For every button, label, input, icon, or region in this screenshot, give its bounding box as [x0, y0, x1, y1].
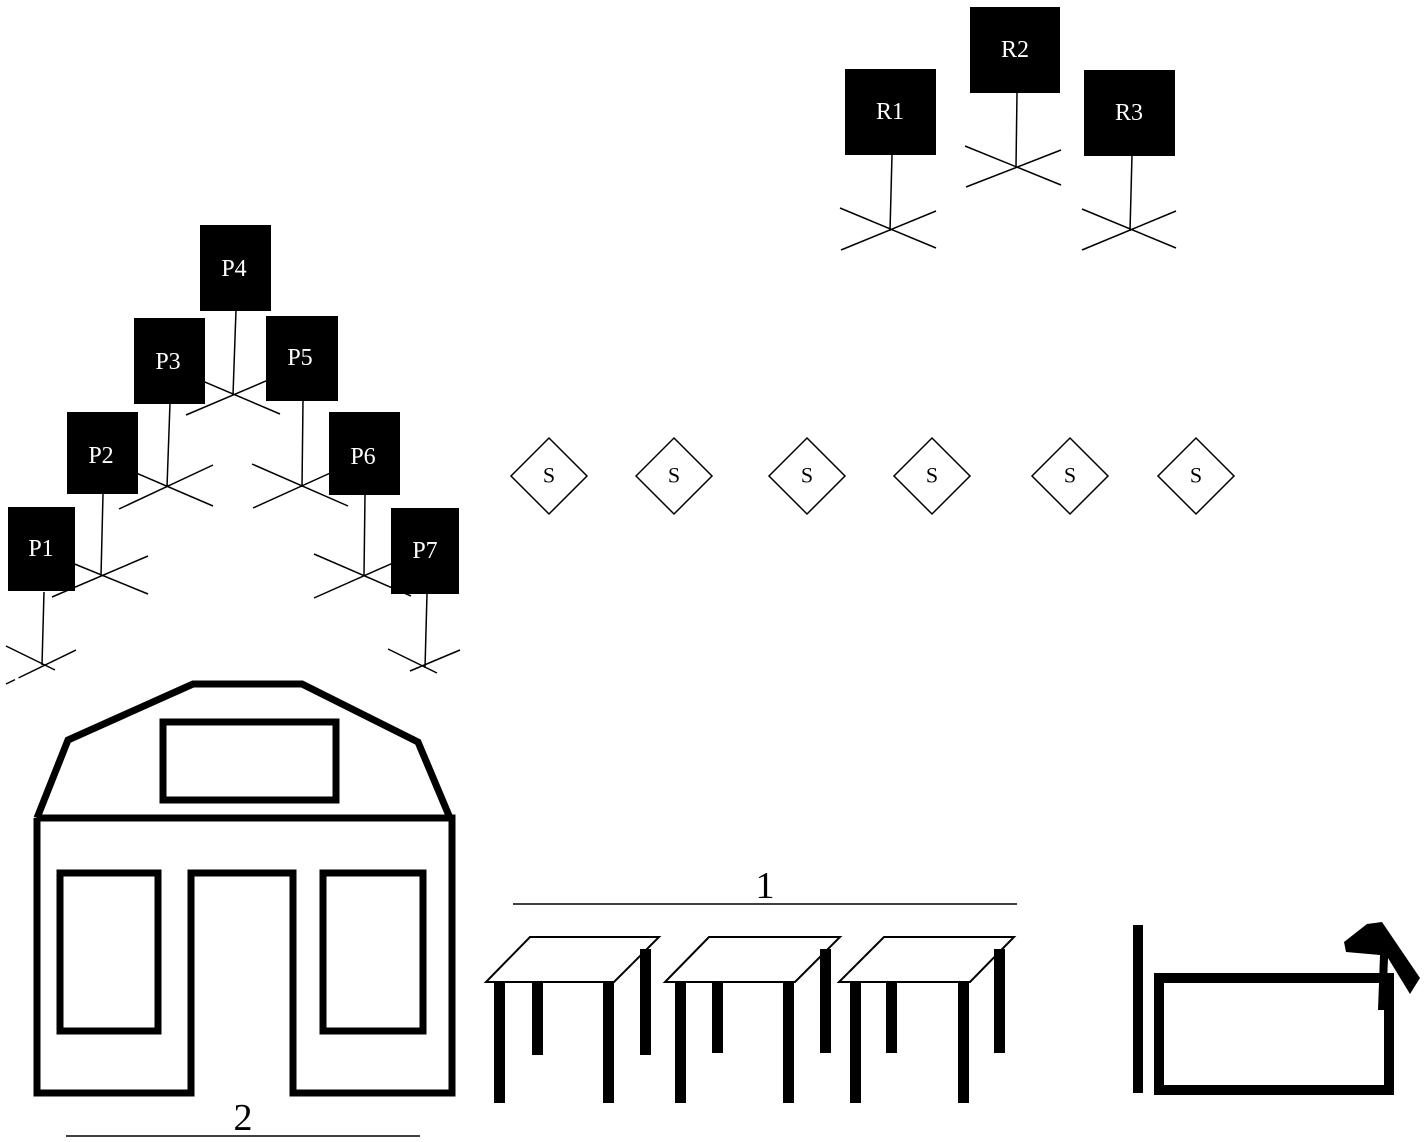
sign-label-r2: R2 [1001, 37, 1029, 63]
s-marker-4: S [892, 436, 972, 516]
sign-p2: P2 [51, 412, 149, 598]
s-marker-label-1: S [543, 463, 555, 488]
sign-r1: R1 [839, 69, 937, 251]
s-marker-3: S [767, 436, 847, 516]
s-markers-group: S S S S S S [509, 436, 1236, 516]
s-marker-5: S [1030, 436, 1110, 516]
sign-label-p5: P5 [287, 345, 312, 371]
caption-building-label: 2 [234, 1097, 253, 1139]
tables-group [483, 936, 1017, 1103]
r-signs-group: R1 R2 R3 [839, 7, 1177, 251]
s-marker-1: S [509, 436, 589, 516]
s-marker-label-5: S [1064, 463, 1076, 488]
table-icon [836, 936, 1017, 1103]
sign-p3: P3 [118, 318, 214, 510]
caption-building: 2 [66, 1097, 420, 1139]
sign-label-p7: P7 [412, 538, 437, 564]
sign-label-p1: P1 [28, 536, 53, 562]
s-marker-label-4: S [926, 463, 938, 488]
sign-label-p3: P3 [155, 349, 180, 375]
p-signs-group: P1 P2 P3 P4 [5, 225, 461, 685]
sign-label-r3: R3 [1115, 100, 1143, 126]
s-marker-6: S [1156, 436, 1236, 516]
sign-r2: R2 [964, 7, 1062, 188]
sign-p4: P4 [185, 225, 281, 416]
sign-p1: P1 [5, 507, 77, 685]
s-marker-label-3: S [801, 463, 813, 488]
sign-label-p2: P2 [88, 443, 113, 469]
sign-p5: P5 [251, 316, 349, 509]
s-marker-label-2: S [668, 463, 680, 488]
caption-tables: 1 [513, 865, 1017, 907]
sign-p7: P7 [387, 508, 461, 674]
building-icon [33, 680, 456, 1097]
sign-r3: R3 [1081, 70, 1177, 251]
s-marker-label-6: S [1190, 463, 1202, 488]
sign-label-p4: P4 [221, 256, 246, 282]
caption-tables-label: 1 [756, 865, 775, 907]
sign-label-r1: R1 [876, 99, 904, 125]
bench-icon [1133, 922, 1420, 1095]
table-icon [483, 936, 662, 1103]
sign-label-p6: P6 [350, 444, 375, 470]
table-icon [662, 936, 843, 1103]
s-marker-2: S [634, 436, 714, 516]
